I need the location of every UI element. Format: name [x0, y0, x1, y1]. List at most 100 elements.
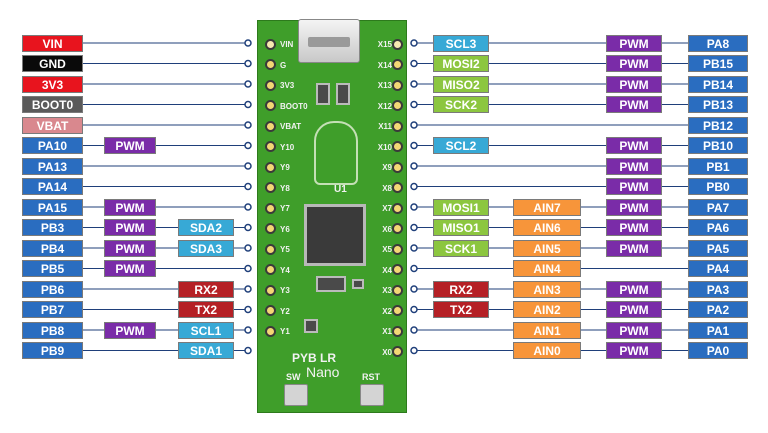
pwm-badge: PWM	[606, 219, 662, 236]
connector-dot	[244, 326, 252, 334]
pin-label-pa8: PA8	[688, 34, 748, 52]
decorative-logo	[314, 121, 358, 185]
pin-label-pa14: PA14	[22, 178, 83, 195]
header-pin-right	[391, 284, 403, 296]
connector-dot	[244, 182, 252, 191]
silk-label: Y1	[280, 327, 290, 336]
header-pin-right	[391, 223, 403, 234]
pwm-badge: PWM	[606, 342, 662, 359]
pin-label-pb4: PB4	[22, 239, 83, 257]
sw-button[interactable]	[284, 384, 308, 406]
smd-component	[316, 276, 346, 292]
pwm-badge: PWM	[606, 75, 662, 93]
header-pin-right	[391, 38, 403, 50]
silk-label: X3	[382, 286, 392, 295]
pin-label-pb12: PB12	[688, 116, 748, 134]
header-pin-right	[391, 202, 403, 214]
pin-label-vin: VIN	[22, 34, 83, 52]
header-pin-left	[264, 325, 276, 337]
header-pin-right	[391, 182, 403, 193]
pin-label-pb10: PB10	[688, 137, 748, 154]
header-pin-left	[264, 161, 276, 173]
pwm-badge: PWM	[606, 301, 662, 318]
connector-dot	[410, 121, 418, 129]
connector-dot	[410, 141, 418, 150]
silk-label: G	[280, 60, 287, 70]
pin-label-pb3: PB3	[22, 219, 83, 236]
header-pin-left	[264, 79, 276, 91]
connector-dot	[244, 100, 252, 109]
header-pin-left	[264, 38, 276, 50]
func-badge-scl2: SCL2	[433, 137, 489, 154]
func-badge-miso1: MISO1	[433, 219, 489, 236]
func-badge-sda2: SDA2	[178, 219, 234, 236]
connector-dot	[410, 264, 418, 273]
func-badge-scl1: SCL1	[178, 321, 234, 339]
silk-label: Y7	[280, 204, 290, 213]
header-pin-right	[391, 243, 403, 255]
header-pin-left	[264, 243, 276, 255]
pwm-badge: PWM	[606, 55, 662, 72]
adc-badge-ain5: AIN5	[513, 239, 581, 257]
board-name: PYB LR	[292, 351, 337, 365]
connector-dot	[244, 244, 252, 252]
header-pin-right	[391, 79, 403, 91]
header-pin-left	[264, 223, 276, 234]
header-pin-right	[391, 161, 403, 173]
connector-dot	[410, 346, 418, 355]
pin-label-pa5: PA5	[688, 239, 748, 257]
adc-badge-ain7: AIN7	[513, 198, 581, 216]
pin-label-pb6: PB6	[22, 280, 83, 298]
connector-dot	[410, 203, 418, 211]
silk-label: X9	[382, 163, 392, 172]
connector-dot	[244, 264, 252, 273]
pwm-badge: PWM	[104, 198, 156, 216]
pin-label-pb7: PB7	[22, 301, 83, 318]
header-pin-right	[391, 100, 403, 111]
adc-badge-ain0: AIN0	[513, 342, 581, 359]
pin-label-vbat: VBAT	[22, 116, 83, 134]
connector-dot	[410, 162, 418, 170]
func-badge-sck2: SCK2	[433, 96, 489, 113]
header-pin-left	[264, 305, 276, 316]
smd-component	[352, 279, 364, 289]
connector-dot	[244, 346, 252, 355]
connector-dot	[410, 285, 418, 293]
silk-label: Y6	[280, 224, 290, 234]
func-badge-rx2: RX2	[433, 280, 489, 298]
func-badge-sda1: SDA1	[178, 342, 234, 359]
connector-dot	[410, 182, 418, 191]
smd-component	[336, 83, 350, 105]
silk-label: Y2	[280, 306, 290, 316]
pwm-badge: PWM	[606, 34, 662, 52]
silk-label: Y8	[280, 183, 290, 193]
board-subtitle: Nano	[306, 364, 340, 380]
header-pin-left	[264, 120, 276, 132]
silk-label: X5	[382, 245, 392, 254]
pin-label-pb0: PB0	[688, 178, 748, 195]
adc-badge-ain4: AIN4	[513, 260, 581, 277]
rst-button[interactable]	[360, 384, 384, 406]
silk-label: X8	[382, 183, 392, 193]
silk-label: VBAT	[280, 122, 302, 131]
pwm-badge: PWM	[606, 157, 662, 175]
connector-dot	[410, 326, 418, 334]
silk-label: X13	[377, 81, 392, 90]
pin-label-gnd: GND	[22, 55, 83, 72]
chip-label: U1	[334, 184, 347, 195]
silk-label: X2	[382, 306, 392, 316]
header-pin-right	[391, 141, 403, 152]
silk-label: Y3	[280, 286, 290, 295]
connector-dot	[244, 285, 252, 293]
connector-dot	[410, 100, 418, 109]
connector-dot	[244, 141, 252, 150]
header-pin-left	[264, 202, 276, 214]
silk-label: 3V3	[280, 81, 295, 90]
header-pin-right	[391, 346, 403, 357]
silk-label: X6	[382, 224, 392, 234]
pin-label-pa6: PA6	[688, 219, 748, 236]
pwm-badge: PWM	[606, 178, 662, 195]
pin-label-pa4: PA4	[688, 260, 748, 277]
silk-label: X11	[378, 122, 392, 131]
